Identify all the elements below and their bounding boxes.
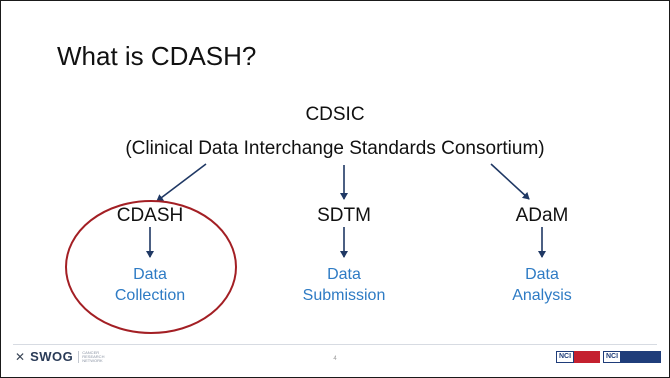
nci-logo-2: NCI (603, 350, 662, 364)
swog-subtext: CANCER RESEARCH NETWORK (78, 350, 106, 363)
swog-logo: ✕ SWOG CANCER RESEARCH NETWORK (15, 349, 106, 364)
slide-title: What is CDASH? (57, 41, 257, 71)
footer-divider (13, 344, 657, 345)
purpose-submission: Data Submission (279, 264, 409, 306)
purpose-analysis-line1: Data (525, 266, 559, 283)
purpose-collection-line1: Data (133, 266, 167, 283)
nci-logo-1: NCI (556, 350, 601, 364)
highlight-circle (65, 200, 237, 334)
standard-sdtm: SDTM (317, 205, 371, 226)
purpose-analysis-line2: Analysis (512, 287, 572, 304)
standard-adam: ADaM (515, 205, 569, 226)
organization-acronym: CDSIC (305, 104, 365, 125)
nci-bar-2 (621, 351, 662, 363)
arrow-to-adam (490, 163, 530, 200)
standard-cdash: CDASH (116, 205, 184, 226)
arrow-to-cdash (156, 163, 207, 202)
purpose-collection-line2: Collection (114, 287, 186, 304)
purpose-submission-line1: Data (327, 266, 361, 283)
purpose-analysis: Data Analysis (477, 264, 607, 306)
organization-full-name: (Clinical Data Interchange Standards Con… (125, 138, 545, 159)
purpose-collection: Data Collection (85, 264, 215, 306)
nci-badge-2: NCI (603, 351, 622, 363)
swog-wordmark: SWOG (30, 349, 74, 364)
page-number: 4 (333, 356, 337, 362)
nci-bar-1 (574, 351, 601, 363)
nci-badge-1: NCI (556, 351, 575, 363)
purpose-submission-line2: Submission (302, 287, 386, 304)
swog-cross-icon: ✕ (15, 349, 26, 364)
